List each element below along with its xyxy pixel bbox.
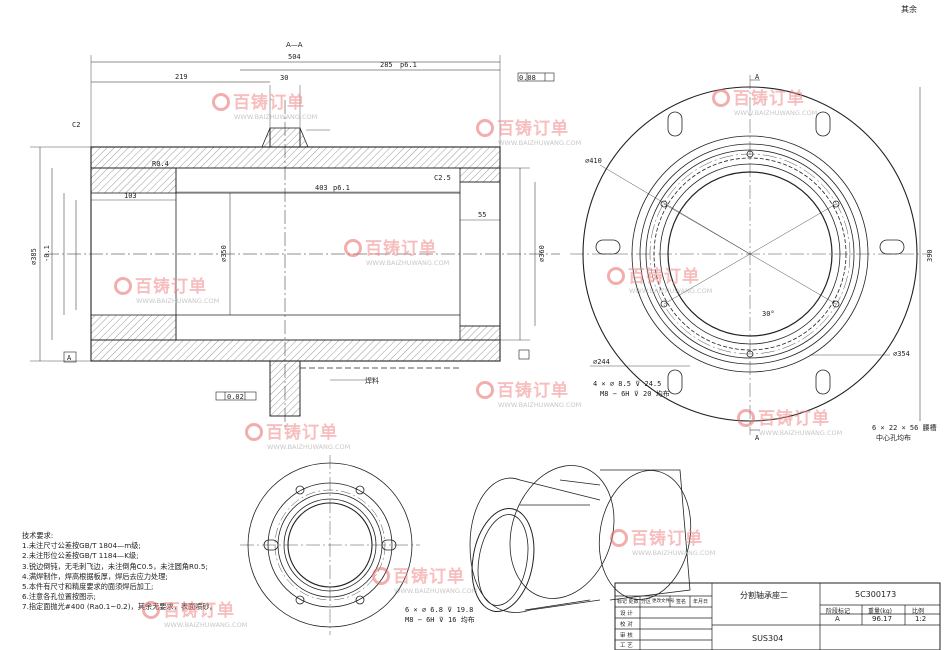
section-view [30,55,560,430]
col-change-doc: 更改文件号 [652,599,675,604]
material: SUS304 [752,634,784,643]
dim-od-tol: -0.1 [43,245,51,262]
dim-step-small: 30 [280,74,288,82]
isometric-view [469,465,692,613]
note-item-4: 4.满焊制作，焊高根据板厚，焊后去应力处理; [22,571,168,581]
row-process: 工 艺 [620,643,633,649]
dim-right-span: 285 [380,61,393,69]
scale-value: 1:2 [915,615,927,623]
row-design: 设 计 [620,611,633,617]
dim-ra-left: R0.4 [152,160,169,168]
weight-value: 96.17 [872,615,893,623]
row-check: 校 对 [620,622,633,628]
col-sign: 签名 [676,599,687,605]
dim-right-span-tol: p6.1 [400,61,417,69]
dim-pcd: ∅244 [593,358,610,366]
view-a-bottom: A [755,434,760,442]
section-label: A—A [286,41,303,49]
dim-ra-right: C2.5 [434,174,451,182]
view-a-top: A [755,73,760,81]
part-name: 分割轴承座二 [740,591,788,600]
col-date: 年月日 [693,599,709,605]
dim-id: ∅350 [220,245,228,262]
dim-left-offset: 219 [175,73,188,81]
dim-inner-len-tol: p6.1 [333,184,350,192]
tol-frame-1: 0.08 [519,74,536,82]
slot-note: 6 × 22 × 56 腰槽 [872,423,937,432]
rear-labels: 6 × ∅ 6.8 ⊽ 19.8 M8 − 6H ⊽ 16 均布 [405,606,475,624]
dim-angle: 30° [762,310,775,318]
dim-overall-length: 504 [288,53,301,61]
weld-label: 焊料 [365,376,379,385]
row-mark: 标记 处数 [617,599,639,605]
rear-view [240,455,420,635]
weight-header: 重量(kg) [868,608,892,615]
notes-heading: 技术要求: [22,531,54,540]
dim-right-step: 55 [478,211,486,219]
surface-finish-note: 其余 [901,5,917,14]
note-item-3: 3.锐边倒钝，无毛刺飞边，未注倒角C0.5，未注圆角R0.5; [22,561,208,571]
dim-od: ∅385 [30,248,38,265]
hole-note-3: 6 × ∅ 6.8 ⊽ 19.8 [405,606,473,614]
hole-note-4: M8 − 6H ⊽ 16 均布 [405,615,475,624]
note-item-1: 1.未注尺寸公差按GB/T 1804—m级; [22,541,141,551]
row-review: 审 核 [620,633,633,639]
dim-cb: ∅360 [538,245,546,262]
dim-flange-od: ∅410 [585,157,602,165]
drawing-number: 5C300173 [855,590,897,599]
dim-inner-len: 403 [315,184,328,192]
note-item-5: 5.本件有尺寸和精度要求的面须焊后加工; [22,582,154,592]
slot-note-2: 中心孔均布 [876,433,911,442]
hole-note-2: M8 − 6H ⊽ 20 均布 [600,389,670,398]
stage-value: A [835,615,840,623]
hole-note-1: 4 × ∅ 8.5 ⊽ 24.5 [593,380,661,388]
front-view [570,75,930,435]
title-block [614,582,941,650]
dim-bolt-circle: ∅354 [893,350,910,358]
col-zone: 分区 [641,599,652,605]
note-item-6: 6.注意各孔位置按图示; [22,592,96,602]
section-labels: A—A 504 219 285 p6.1 30 403 p6.1 103 55 … [30,41,546,401]
tol-frame-2: 0.02 [227,393,244,401]
datum-a: A [67,354,72,362]
technical-notes: 技术要求: 1.未注尺寸公差按GB/T 1804—m级; 2.未注形位公差按GB… [22,531,262,613]
dim-height: 390 [926,249,934,262]
dim-chamfer: C2 [72,121,80,129]
scale-header: 比例 [912,608,925,615]
stage-header: 阶段标记 [826,608,851,615]
dim-bore-depth: 103 [124,192,137,200]
note-item-2: 2.未注形位公差按GB/T 1184—K级; [22,551,139,561]
note-item-7: 7.指定面抛光#400 (Ra0.1~0.2)，其余无要求，表面喷砂。 [22,602,217,612]
front-labels: ∅410 ∅354 ∅244 390 30° 4 × ∅ 8.5 ⊽ 24.5 … [585,73,937,442]
